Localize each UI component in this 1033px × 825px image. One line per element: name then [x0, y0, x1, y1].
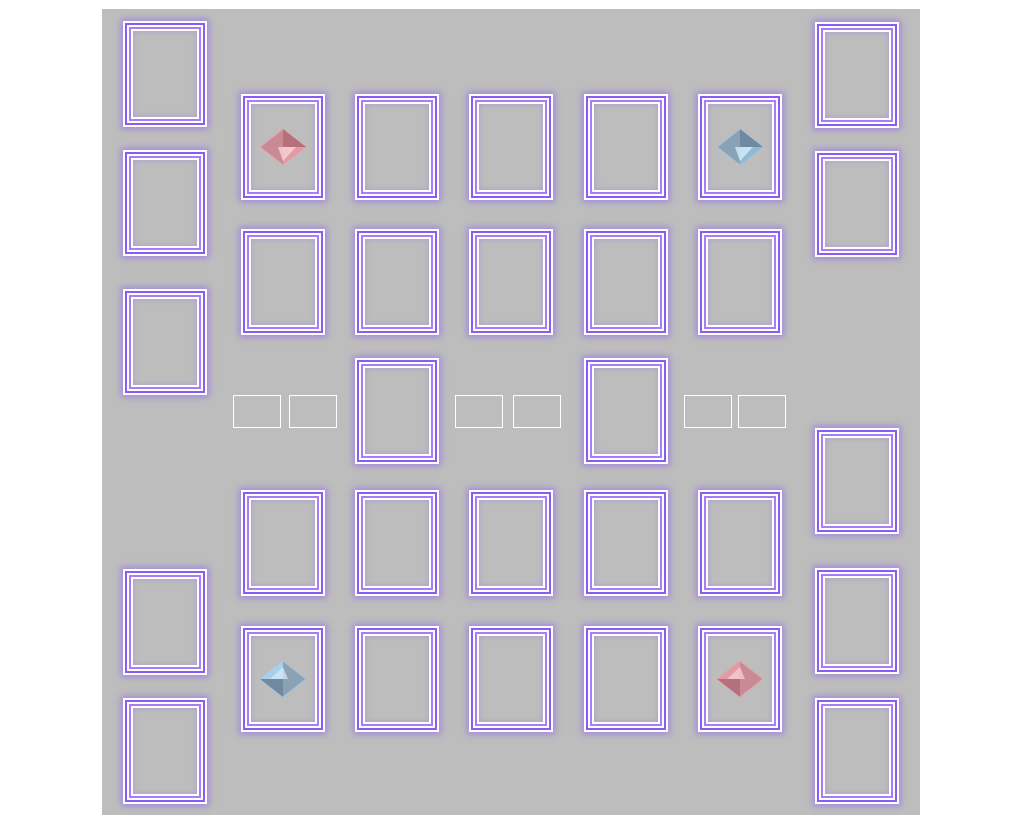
player-front-zone-5[interactable] — [702, 494, 778, 592]
center-slot-2[interactable] — [289, 395, 337, 428]
right-zone-3[interactable] — [819, 432, 895, 530]
blue-diamond-marker-icon — [258, 659, 308, 699]
left-zone-2[interactable] — [127, 154, 203, 252]
right-zone-1[interactable] — [819, 26, 895, 124]
red-diamond-marker-icon — [258, 127, 308, 167]
player-back-zone-2[interactable] — [359, 630, 435, 728]
right-zone-4[interactable] — [819, 572, 895, 670]
player-back-zone-5[interactable] — [702, 630, 778, 728]
player-back-zone-4[interactable] — [588, 630, 664, 728]
left-zone-4[interactable] — [127, 573, 203, 671]
opponent-back-zone-5[interactable] — [702, 98, 778, 196]
player-front-zone-2[interactable] — [359, 494, 435, 592]
player-front-zone-3[interactable] — [473, 494, 549, 592]
blue-diamond-marker-icon — [715, 127, 765, 167]
game-board — [102, 9, 920, 815]
player-front-zone-4[interactable] — [588, 494, 664, 592]
opponent-front-zone-4[interactable] — [588, 233, 664, 331]
extra-zone-right[interactable] — [588, 362, 664, 460]
left-zone-3[interactable] — [127, 293, 203, 391]
center-slot-3[interactable] — [455, 395, 503, 428]
player-front-zone-1[interactable] — [245, 494, 321, 592]
opponent-front-zone-3[interactable] — [473, 233, 549, 331]
center-slot-5[interactable] — [684, 395, 732, 428]
left-zone-1[interactable] — [127, 25, 203, 123]
opponent-back-zone-3[interactable] — [473, 98, 549, 196]
opponent-front-zone-1[interactable] — [245, 233, 321, 331]
player-back-zone-1[interactable] — [245, 630, 321, 728]
player-back-zone-3[interactable] — [473, 630, 549, 728]
opponent-back-zone-1[interactable] — [245, 98, 321, 196]
extra-zone-left[interactable] — [359, 362, 435, 460]
right-zone-2[interactable] — [819, 155, 895, 253]
opponent-back-zone-2[interactable] — [359, 98, 435, 196]
center-slot-4[interactable] — [513, 395, 561, 428]
opponent-back-zone-4[interactable] — [588, 98, 664, 196]
right-zone-5[interactable] — [819, 702, 895, 800]
center-slot-1[interactable] — [233, 395, 281, 428]
center-slot-6[interactable] — [738, 395, 786, 428]
red-diamond-marker-icon — [715, 659, 765, 699]
opponent-front-zone-2[interactable] — [359, 233, 435, 331]
opponent-front-zone-5[interactable] — [702, 233, 778, 331]
left-zone-5[interactable] — [127, 702, 203, 800]
